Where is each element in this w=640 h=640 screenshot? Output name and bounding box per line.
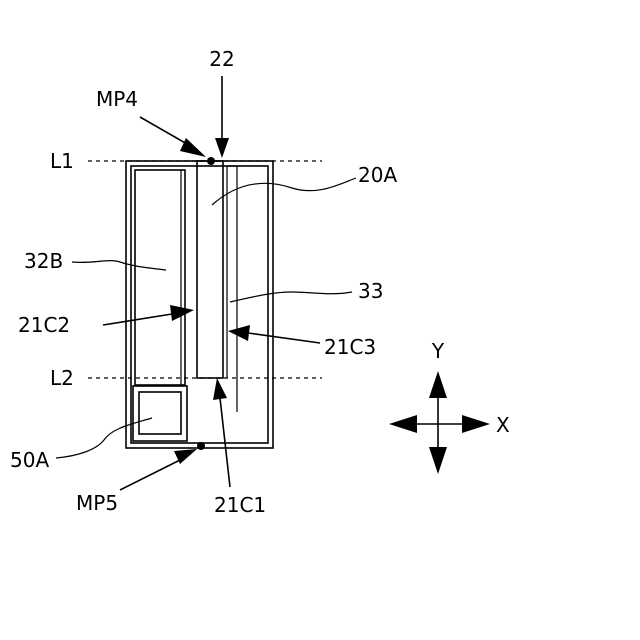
label-33: 33 [358, 279, 383, 303]
outer-frame [126, 161, 273, 448]
label-21c2: 21C2 [18, 313, 70, 337]
arrow-21c3-head [228, 325, 250, 341]
arrow-21c3-shaft [248, 333, 320, 343]
arrow-22-head [215, 138, 229, 158]
arrow-mp4-head [180, 138, 206, 157]
element-20a [197, 161, 223, 378]
leader-50a [56, 418, 152, 458]
element-50a-outer [133, 386, 187, 441]
label-mp5: MP5 [76, 491, 118, 515]
label-21c3: 21C3 [324, 335, 376, 359]
element-32b [135, 170, 185, 385]
x-positive-arrowhead [462, 415, 490, 433]
measurement-point-mp4 [207, 157, 215, 165]
y-positive-arrowhead [429, 371, 447, 398]
label-l2: L2 [50, 366, 74, 390]
label-50a: 50A [10, 448, 49, 472]
y-negative-arrowhead [429, 447, 447, 474]
label-l1: L1 [50, 149, 74, 173]
label-22: 22 [209, 47, 234, 71]
inner-frame [131, 166, 268, 443]
label-axis-x: X [496, 413, 510, 437]
leader-32b [72, 261, 166, 270]
element-50a-inner [139, 392, 181, 434]
label-21c1: 21C1 [214, 493, 266, 517]
arrow-21c2-head [170, 305, 194, 321]
label-mp4: MP4 [96, 87, 138, 111]
arrow-21c1-head [213, 378, 227, 400]
arrow-mp5-shaft [120, 460, 180, 490]
x-negative-arrowhead [389, 415, 417, 433]
element-33-outer [227, 166, 237, 412]
label-axis-y: Y [431, 339, 445, 363]
leader-33 [230, 292, 352, 302]
measurement-point-mp5 [197, 442, 205, 450]
label-20a: 20A [358, 163, 397, 187]
label-32b: 32B [24, 249, 63, 273]
leader-20a [212, 178, 356, 205]
arrow-21c2-shaft [103, 314, 172, 325]
